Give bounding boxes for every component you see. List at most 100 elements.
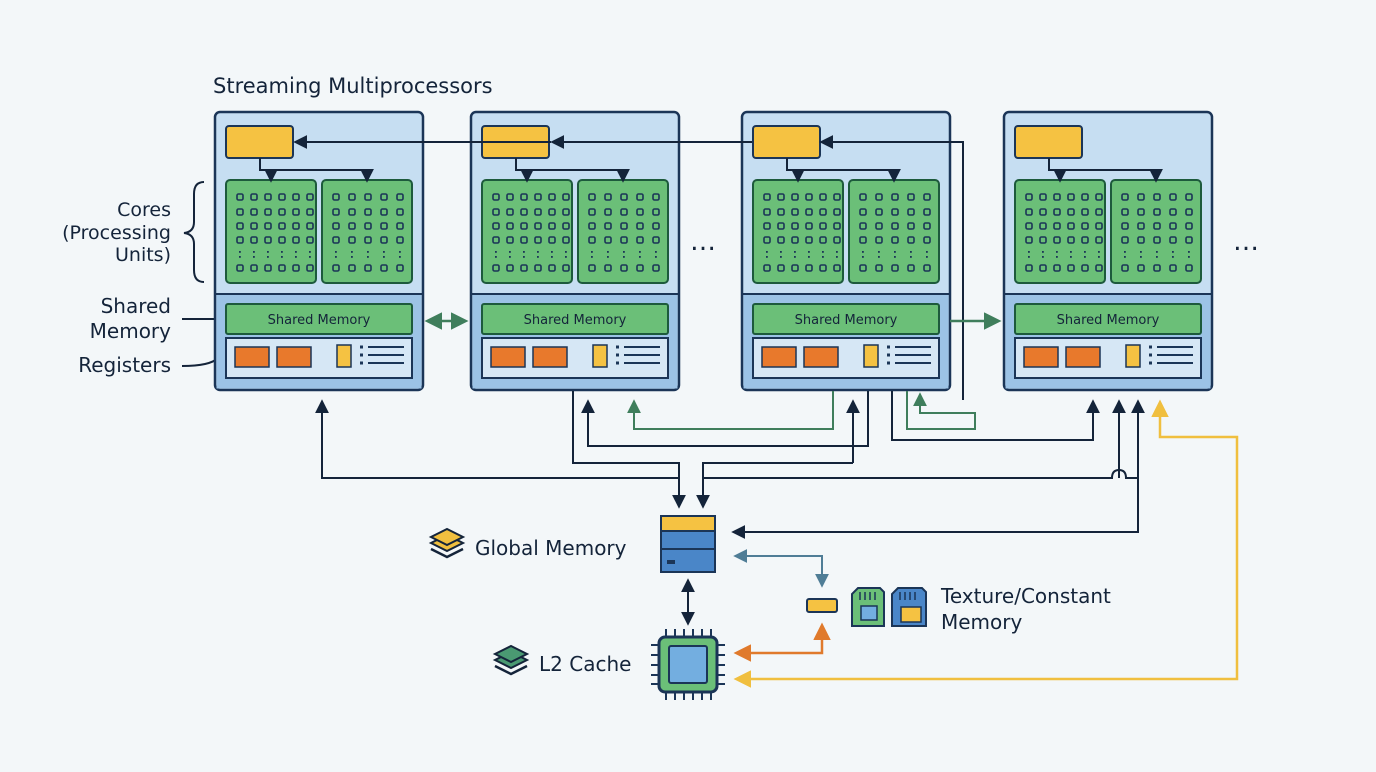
core-unit <box>492 264 500 272</box>
register-list-dot <box>360 345 363 349</box>
core-unit <box>1169 208 1177 216</box>
core-unit <box>1053 264 1061 272</box>
global-memory-top <box>660 515 716 532</box>
core-unit <box>1121 193 1129 201</box>
register-yellow <box>863 344 879 368</box>
core-unit <box>1185 193 1193 201</box>
shared-memory-text: Shared Memory <box>1057 313 1160 328</box>
core-unit <box>1081 264 1089 272</box>
core-unit <box>380 222 388 230</box>
core-ellipsis <box>639 256 641 258</box>
core-unit <box>875 193 883 201</box>
core-unit <box>520 222 528 230</box>
core-unit <box>236 208 244 216</box>
core-ellipsis <box>1140 256 1142 258</box>
core-ellipsis <box>1188 256 1190 258</box>
core-unit <box>777 264 785 272</box>
core-unit <box>1095 222 1103 230</box>
core-unit <box>859 222 867 230</box>
core-unit <box>1025 193 1033 201</box>
core-unit <box>548 222 556 230</box>
texture-memory-chip-icon <box>806 598 838 613</box>
register-list-dot <box>1149 353 1152 357</box>
register-list-dot <box>1149 361 1152 365</box>
texture-label-line-1: Texture/Constant <box>940 584 1111 608</box>
core-unit <box>1081 236 1089 244</box>
core-ellipsis <box>509 256 511 258</box>
register-orange <box>276 346 312 368</box>
core-unit <box>1025 222 1033 230</box>
core-ellipsis <box>351 251 353 253</box>
texture-to-l2-link <box>733 622 831 662</box>
core-unit <box>380 208 388 216</box>
core-ellipsis <box>1042 256 1044 258</box>
core-ellipsis <box>509 251 511 253</box>
core-unit <box>891 264 899 272</box>
core-ellipsis <box>367 256 369 258</box>
core-unit <box>1185 236 1193 244</box>
ellipsis-2: … <box>1233 227 1259 257</box>
core-unit <box>777 236 785 244</box>
core-unit <box>907 193 915 201</box>
core-unit <box>1081 208 1089 216</box>
core-unit <box>819 222 827 230</box>
core-unit <box>396 236 404 244</box>
core-unit <box>763 193 771 201</box>
core-unit <box>763 236 771 244</box>
core-unit <box>833 208 841 216</box>
core-ellipsis <box>1124 251 1126 253</box>
core-ellipsis <box>565 256 567 258</box>
core-unit <box>264 222 272 230</box>
global-to-texture-link <box>733 549 829 588</box>
core-unit <box>652 193 660 201</box>
core-unit <box>652 222 660 230</box>
core-unit <box>1095 264 1103 272</box>
core-unit <box>364 222 372 230</box>
core-unit <box>1039 264 1047 272</box>
green-return-links <box>627 391 976 430</box>
core-unit <box>636 236 644 244</box>
global-memory-bottom <box>660 548 716 573</box>
core-ellipsis <box>926 256 928 258</box>
core-unit <box>364 193 372 201</box>
core-unit <box>620 264 628 272</box>
core-block <box>321 179 413 284</box>
core-unit <box>396 222 404 230</box>
core-unit <box>1121 208 1129 216</box>
core-unit <box>891 222 899 230</box>
core-ellipsis <box>239 251 241 253</box>
core-unit <box>348 236 356 244</box>
core-unit <box>292 193 300 201</box>
core-unit <box>1137 193 1145 201</box>
core-unit <box>763 222 771 230</box>
core-unit <box>264 208 272 216</box>
core-ellipsis <box>551 256 553 258</box>
core-ellipsis <box>607 256 609 258</box>
core-ellipsis <box>495 256 497 258</box>
core-unit <box>348 193 356 201</box>
core-ellipsis <box>766 256 768 258</box>
core-ellipsis <box>910 256 912 258</box>
l2-cache-label: L2 Cache <box>539 652 631 676</box>
core-unit <box>1053 208 1061 216</box>
shared-memory-label-line-1: Shared <box>101 294 171 318</box>
core-unit <box>534 208 542 216</box>
core-ellipsis <box>655 256 657 258</box>
core-unit <box>1153 208 1161 216</box>
core-unit <box>859 264 867 272</box>
shared-memory-label: Shared Memory <box>90 294 172 343</box>
register-yellow <box>336 344 352 368</box>
bus-main-right <box>703 468 1138 479</box>
scheduler-to-cores-arrow <box>787 168 901 183</box>
core-unit <box>805 193 813 201</box>
core-unit <box>264 236 272 244</box>
core-unit <box>923 264 931 272</box>
register-yellow <box>1125 344 1141 368</box>
core-unit <box>859 236 867 244</box>
core-unit <box>588 222 596 230</box>
core-ellipsis <box>780 256 782 258</box>
core-unit <box>520 193 528 201</box>
core-ellipsis <box>267 251 269 253</box>
cores-label: Cores (Processing Units) <box>62 199 171 266</box>
registers-label: Registers <box>78 353 171 377</box>
